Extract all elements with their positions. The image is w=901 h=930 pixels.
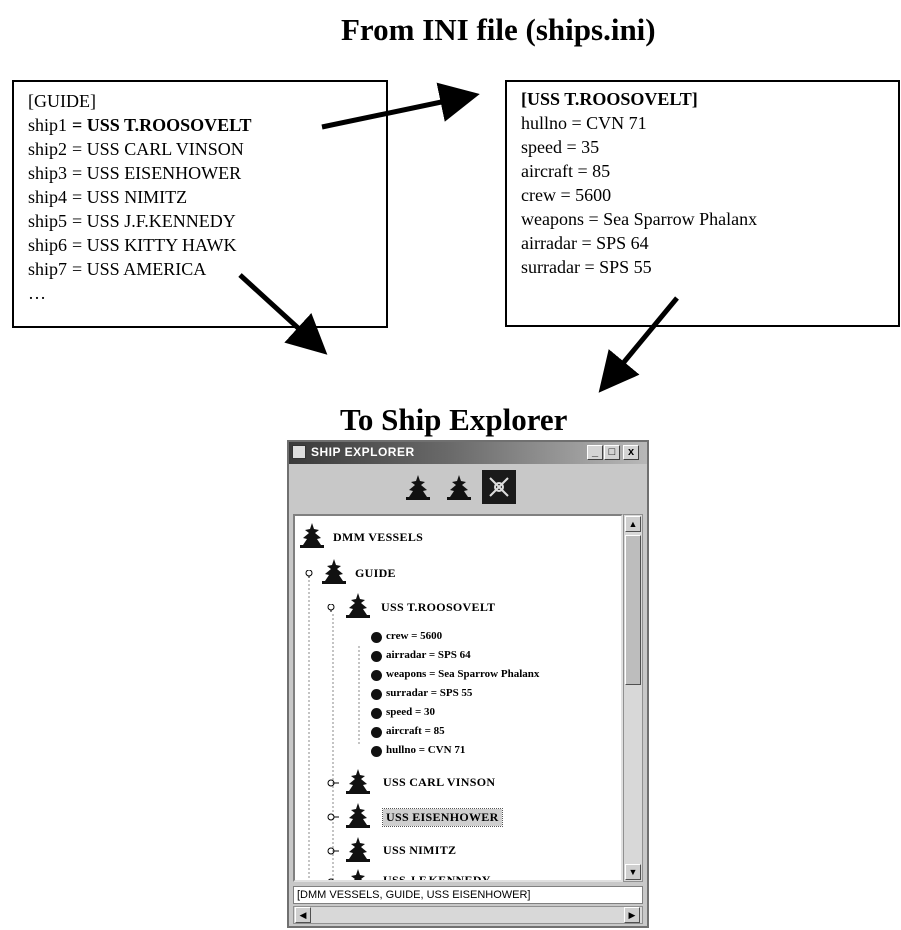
ship-icon	[346, 803, 370, 828]
radar-icon	[489, 477, 509, 497]
ship-header: [USS T.ROOSOVELT]	[521, 89, 698, 109]
guide-line: ship7= USS AMERICA	[28, 257, 386, 281]
toolbar-radar-button[interactable]	[482, 470, 516, 504]
ship-icon	[406, 475, 430, 500]
guide-line: ship6= USS KITTY HAWK	[28, 233, 386, 257]
scroll-down-button[interactable]: ▼	[625, 864, 641, 880]
tree-attribute[interactable]: hullno = CVN 71	[386, 744, 466, 756]
scroll-left-button[interactable]: ◀	[295, 907, 311, 923]
app-icon	[292, 445, 306, 459]
vertical-scrollbar[interactable]: ▲ ▼	[623, 514, 643, 882]
guide-line-key: ship3	[28, 163, 68, 183]
guide-line-value: = USS T.ROOSOVELT	[72, 115, 252, 135]
toolbar-ship-button-2[interactable]	[442, 470, 476, 504]
tree-ship-label[interactable]: USS CARL VINSON	[383, 775, 496, 789]
scroll-right-button[interactable]: ▶	[624, 907, 640, 923]
tree-attribute[interactable]: aircraft = 85	[386, 725, 445, 737]
ship-icon	[346, 593, 370, 618]
attribute-bullet-icon	[371, 632, 382, 643]
tree-ship-label[interactable]: USS NIMITZ	[383, 843, 457, 857]
horizontal-scrollbar[interactable]: ◀ ▶	[293, 906, 643, 924]
guide-line: ship3= USS EISENHOWER	[28, 161, 386, 185]
window-title: SHIP EXPLORER	[311, 445, 415, 459]
tree-attribute[interactable]: crew = 5600	[386, 630, 443, 642]
attribute-bullet-icon	[371, 746, 382, 757]
maximize-button[interactable]: □	[604, 445, 620, 460]
collapsed-icon[interactable]	[327, 813, 339, 821]
guide-line-value: = USS KITTY HAWK	[72, 235, 237, 255]
ship-icon	[447, 475, 471, 500]
toolbar	[289, 464, 647, 512]
minimize-button[interactable]: _	[587, 445, 603, 460]
guide-line-value: = USS EISENHOWER	[72, 163, 242, 183]
attribute-bullet-icon	[371, 708, 382, 719]
ship-property-line: airradar = SPS 64	[521, 233, 649, 253]
guide-line-key: ship7	[28, 259, 68, 279]
guide-line-key: ship4	[28, 187, 68, 207]
ship-lines: hullno = CVN 71 speed = 35 aircraft = 85 cr…	[521, 111, 898, 279]
ship-property-line: aircraft = 85	[521, 161, 611, 181]
tree-expanded-ship-label[interactable]: USS T.ROOSOVELT	[381, 600, 496, 614]
guide-line: ship1= USS T.ROOSOVELT	[28, 113, 386, 137]
tree-attribute[interactable]: weapons = Sea Sparrow Phalanx	[386, 668, 540, 680]
ship-property-line: speed = 35	[521, 137, 600, 157]
guide-line-key: ship1	[28, 115, 68, 135]
attribute-bullet-icon	[371, 670, 382, 681]
guide-header: [GUIDE]	[28, 91, 96, 111]
attribute-bullet-icon	[371, 727, 382, 738]
expanded-icon[interactable]	[303, 570, 315, 578]
guide-line: ship2= USS CARL VINSON	[28, 137, 386, 161]
top-title: From INI file (ships.ini)	[341, 12, 656, 47]
collapsed-icon[interactable]	[327, 779, 339, 787]
guide-line-key: ship6	[28, 235, 68, 255]
attribute-bullet-icon	[371, 689, 382, 700]
guide-line-value: = USS NIMITZ	[72, 187, 188, 207]
scroll-thumb[interactable]	[625, 535, 641, 685]
attribute-bullet-icon	[371, 651, 382, 662]
tree-root-label[interactable]: DMM VESSELS	[333, 530, 424, 544]
ship-property-line: weapons = Sea Sparrow Phalanx	[521, 209, 758, 229]
ship-icon	[300, 523, 324, 548]
window-titlebar[interactable]: SHIP EXPLORER _ □ x	[289, 442, 647, 464]
collapsed-icon[interactable]	[327, 878, 339, 882]
guide-line-value: = USS AMERICA	[72, 259, 207, 279]
ship-tree[interactable]: DMM VESSELS GUIDE USS T.ROOSOVELT crew =…	[293, 514, 623, 882]
ship-section-box: [USS T.ROOSOVELT] hullno = CVN 71 speed =…	[505, 80, 900, 327]
ship-property-line: surradar = SPS 55	[521, 257, 652, 277]
guide-line-key: ship2	[28, 139, 68, 159]
guide-line: ship5= USS J.F.KENNEDY	[28, 209, 386, 233]
tree-attribute[interactable]: airradar = SPS 64	[386, 649, 471, 661]
tree-guide-label[interactable]: GUIDE	[355, 566, 396, 580]
guide-line-value: = USS J.F.KENNEDY	[72, 211, 236, 231]
ship-icon	[322, 559, 346, 584]
ship-explorer-window: SHIP EXPLORER _ □ x	[287, 440, 649, 928]
guide-line-key: ship5	[28, 211, 68, 231]
scroll-up-button[interactable]: ▲	[625, 516, 641, 532]
ship-icon	[346, 769, 370, 794]
close-button[interactable]: x	[623, 445, 639, 460]
toolbar-ship-button-1[interactable]	[401, 470, 435, 504]
tree-attribute[interactable]: speed = 30	[386, 706, 436, 718]
guide-line-value: = USS CARL VINSON	[72, 139, 244, 159]
ship-property-line: crew = 5600	[521, 185, 612, 205]
guide-line: ship4= USS NIMITZ	[28, 185, 386, 209]
tree-attribute[interactable]: surradar = SPS 55	[386, 687, 473, 699]
tree-ship-label-selected[interactable]: USS EISENHOWER	[382, 808, 503, 827]
ship-icon	[351, 869, 365, 880]
ship-icon	[346, 837, 370, 862]
guide-ellipsis: …	[28, 283, 46, 303]
bottom-title: To Ship Explorer	[340, 402, 568, 437]
tree-lines	[308, 576, 360, 880]
collapsed-icon[interactable]	[327, 847, 339, 855]
expanded-icon[interactable]	[325, 604, 337, 612]
tree-ship-label[interactable]: USS J.F.KENNEDY	[383, 873, 491, 882]
ship-property-line: hullno = CVN 71	[521, 113, 647, 133]
status-path: [DMM VESSELS, GUIDE, USS EISENHOWER]	[293, 886, 643, 904]
